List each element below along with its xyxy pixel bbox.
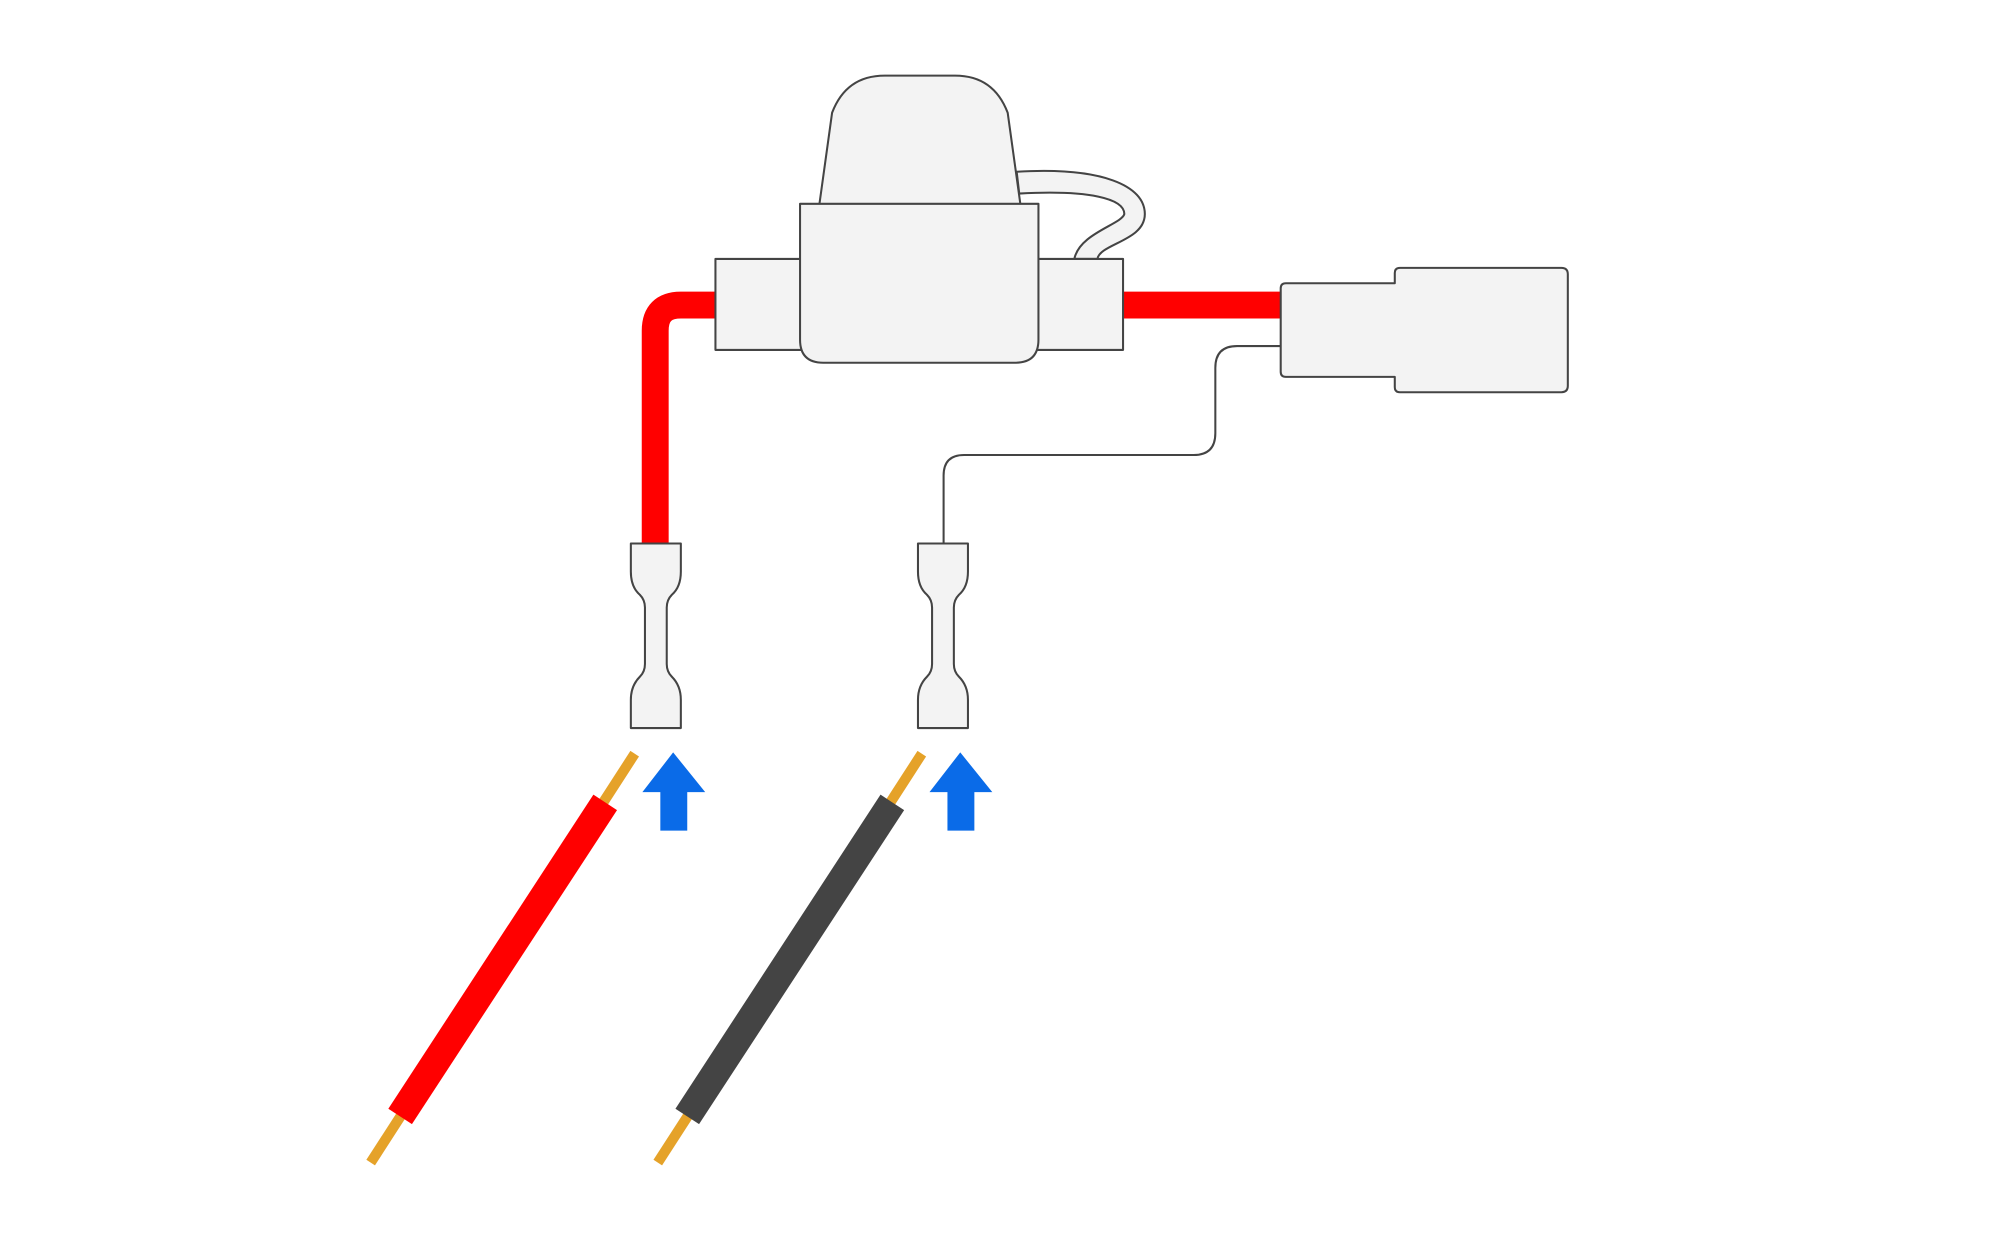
butt-terminal-left	[629, 542, 682, 730]
connector	[1279, 266, 1569, 394]
fuse-holder-right-sleeve	[1034, 257, 1125, 351]
black-wire-lead	[653, 750, 927, 1166]
red-wire-fuse-to-terminal	[641, 291, 719, 547]
fuse-holder-cap	[818, 74, 1022, 207]
black-insulation	[675, 794, 905, 1125]
arrow-up-icon	[929, 752, 993, 831]
fuse-holder-left-sleeve	[714, 257, 804, 351]
fuse-holder-body	[799, 202, 1040, 364]
red-wire-lead	[366, 750, 640, 1166]
thin-wire-connector-to-terminal	[942, 345, 1281, 544]
arrow-up-icon	[642, 752, 706, 831]
red-insulation	[388, 794, 618, 1125]
fuse-holder	[714, 74, 1146, 364]
butt-terminal-right	[916, 542, 969, 730]
